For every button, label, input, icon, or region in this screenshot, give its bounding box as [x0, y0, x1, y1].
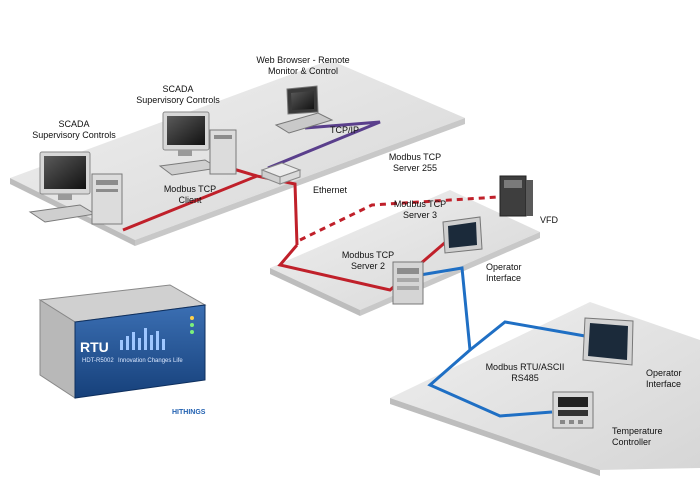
operator-interface-mid-label-line2: Interface	[486, 273, 521, 283]
modbus-rtu-label-line1: Modbus RTU/ASCII	[486, 362, 565, 372]
rs485-cable-branch	[469, 320, 586, 352]
scada-left-label-line1: SCADA	[58, 119, 89, 129]
scada-left-label-line2: Supervisory Controls	[32, 130, 116, 140]
modbus-tcp-client-label-line1: Modbus TCP	[164, 184, 216, 194]
web-browser-label-line1: Web Browser - Remote	[256, 55, 349, 65]
temperature-controller	[552, 391, 594, 429]
vfd-device	[499, 175, 533, 217]
rtu-device	[38, 284, 207, 399]
operator-interface-mid	[442, 216, 483, 254]
operator-interface-right-label-line2: Interface	[646, 379, 681, 389]
operator-interface-right-label-line1: Operator	[646, 368, 682, 378]
rtu-title: RTU	[80, 339, 109, 355]
tcpip-cable	[267, 120, 381, 170]
operator-interface-right	[582, 317, 634, 366]
server2-label-line2: Server 2	[351, 261, 385, 271]
rtu-tagline: Innovation Changes Life	[118, 358, 183, 364]
server255-label-line2: Server 255	[393, 163, 437, 173]
rtu-model: HDT-R5002	[82, 358, 114, 364]
rs485-cable	[419, 266, 553, 418]
rtu-brand: HITHINGS	[172, 409, 206, 416]
server255-label-line1: Modbus TCP	[389, 152, 441, 162]
scada-mid-label-line2: Supervisory Controls	[136, 95, 220, 105]
scada-mid-label-line1: SCADA	[162, 84, 193, 94]
scada-mid-workstation	[158, 111, 237, 176]
plc-device	[392, 261, 424, 305]
operator-interface-mid-label-line1: Operator	[486, 262, 522, 272]
modbus-rtu-label-line2: RS485	[511, 373, 539, 383]
temperature-controller-label-line2: Controller	[612, 437, 651, 447]
server3-label-line1: Modbus TCP	[394, 199, 446, 209]
ethernet-switch	[260, 162, 302, 185]
tcpip-label: TCP/IP	[330, 125, 359, 135]
server3-label-line2: Server 3	[403, 210, 437, 220]
scada-left-workstation	[28, 151, 123, 225]
temperature-controller-label-line1: Temperature	[612, 426, 663, 436]
web-browser-label-line2: Monitor & Control	[268, 66, 338, 76]
vfd-label: VFD	[540, 215, 559, 225]
ethernet-cable-dashed	[299, 195, 499, 242]
ethernet-label: Ethernet	[313, 185, 348, 195]
server2-label-line1: Modbus TCP	[342, 250, 394, 260]
laptop	[274, 85, 334, 134]
modbus-tcp-client-label-line2: Client	[178, 195, 202, 205]
